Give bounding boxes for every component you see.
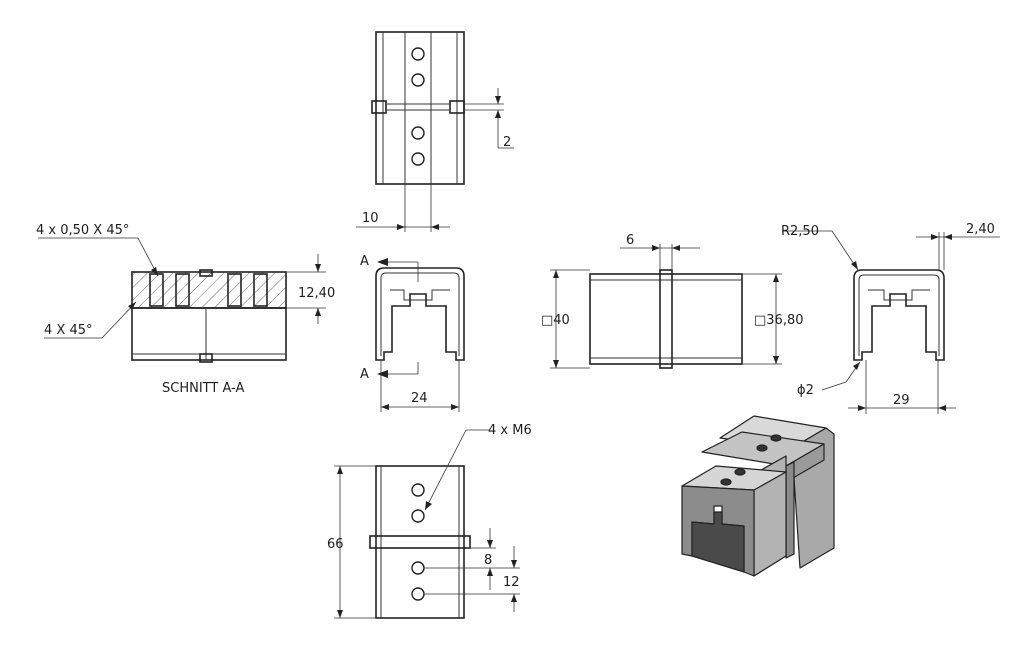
dim-collar-width: 6 — [626, 233, 634, 248]
bottom-view: 4 x M6 66 8 12 — [327, 423, 532, 619]
thread-label: 4 x M6 — [488, 423, 532, 438]
dim-length: 66 — [327, 537, 344, 552]
hole — [411, 73, 425, 87]
dim-section-height: 12,40 — [298, 286, 335, 301]
dim-top-width: 10 — [362, 211, 379, 226]
end-view: R2,50 2,40 ϕ2 29 — [781, 222, 1000, 414]
dim-outer-square: □40 — [541, 313, 570, 328]
dim-radius: R2,50 — [781, 224, 819, 239]
chamfer-corners-label: 4 X 45° — [44, 323, 92, 338]
thread-hole — [411, 587, 425, 601]
dim-front-width: 24 — [411, 391, 428, 406]
top-view: 2 10 — [356, 31, 514, 232]
section-mark-top: A — [360, 254, 369, 269]
hole — [411, 47, 425, 61]
section-a-a-view: 4 x 0,50 X 45° 4 X 45° 12,40 SCHNITT A-A — [36, 223, 335, 396]
dim-top-gap: 2 — [503, 135, 511, 150]
hole — [411, 152, 425, 166]
section-title: SCHNITT A-A — [162, 381, 244, 396]
section-mark-bottom: A — [360, 367, 369, 382]
dim-hole-offset: 8 — [484, 553, 492, 568]
dim-hole-pitch: 12 — [503, 575, 520, 590]
dim-inner-square: □36,80 — [754, 313, 804, 328]
thread-hole — [411, 509, 425, 523]
dim-wall: 2,40 — [966, 222, 995, 237]
isometric-view — [681, 415, 835, 577]
chamfer-edges-label: 4 x 0,50 X 45° — [36, 223, 129, 238]
front-view: A A 24 — [360, 254, 465, 412]
dim-side-width: 29 — [893, 393, 910, 408]
side-view: 6 □40 □36,80 — [541, 233, 804, 369]
hole — [411, 126, 425, 140]
dim-diameter: ϕ2 — [797, 383, 814, 398]
thread-hole — [411, 483, 425, 497]
thread-hole — [411, 561, 425, 575]
